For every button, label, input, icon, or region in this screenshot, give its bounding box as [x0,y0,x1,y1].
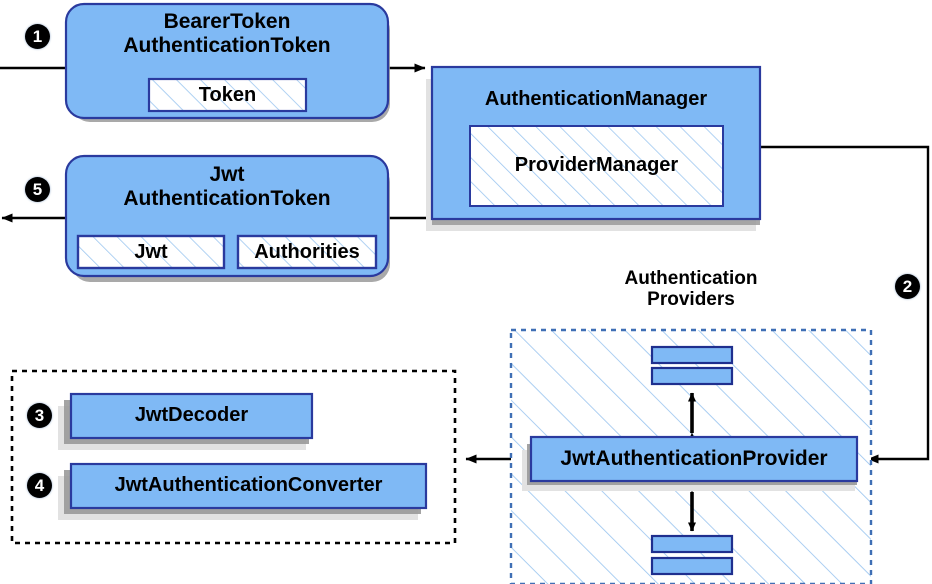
node-jwt-authentication-converter[interactable] [58,462,428,520]
badge-step-5: 5 [25,177,50,202]
badge-step-2: 2 [895,274,920,299]
slot-authorities [236,234,378,270]
node-jwt-authentication-token[interactable] [64,154,390,282]
provider-stack-top [650,345,734,386]
slot-provider-manager [469,125,724,207]
slot-jwt [76,234,226,270]
badge-step-4: 4 [27,473,52,498]
group-support-components [10,369,457,545]
provider-stack-bottom [650,534,734,576]
badge-step-1: 1 [25,24,50,49]
node-jwt-decoder[interactable] [58,392,314,450]
connector-manager-to-providers [760,145,930,464]
node-authentication-manager[interactable] [426,65,762,231]
badge-step-3: 3 [27,403,52,428]
node-jwt-authentication-provider[interactable] [522,435,859,491]
slot-token [147,77,308,113]
node-bearer-token-authentication-token[interactable] [64,2,390,122]
